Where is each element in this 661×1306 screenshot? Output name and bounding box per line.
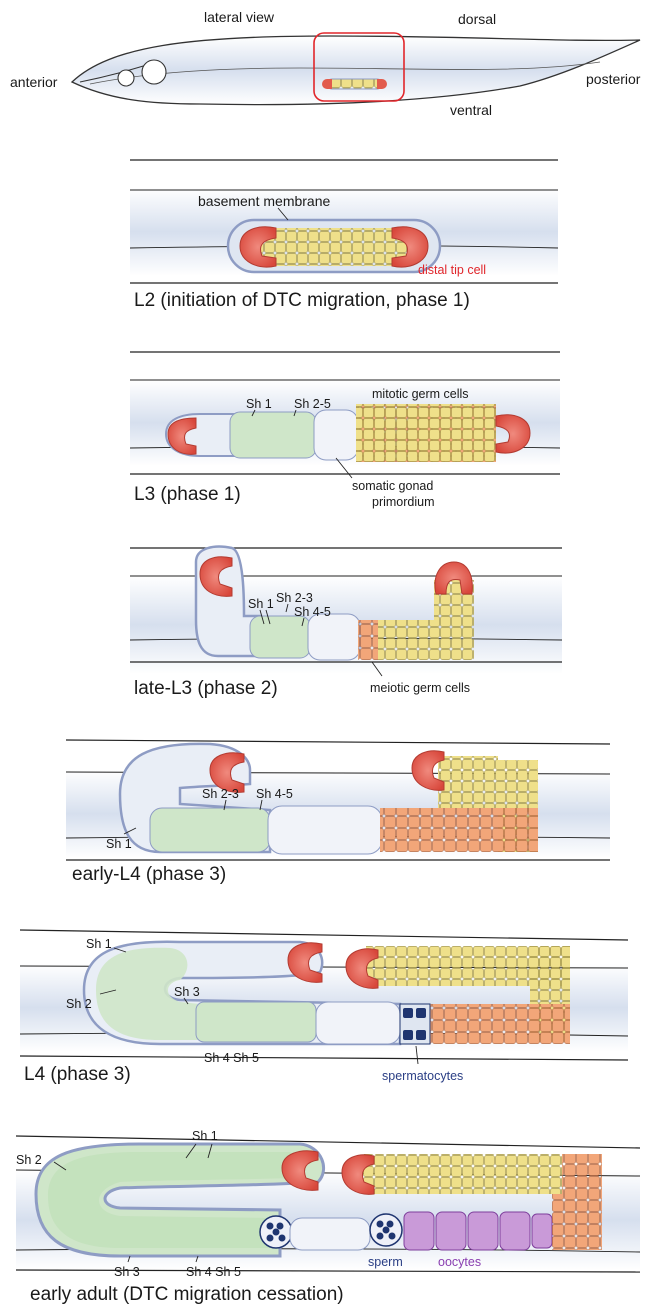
dorsal-label: dorsal [458, 11, 496, 27]
l2-stage-label: L2 (initiation of DTC migration, phase 1… [134, 290, 470, 311]
adult-sh1-label: Sh 1 [192, 1129, 218, 1143]
early-l4-stage-label: early-L4 (phase 3) [72, 864, 226, 885]
l3-sh1-label: Sh 1 [246, 397, 272, 411]
panel-l3: Sh 1 Sh 2-5 mitotic germ cells somatic g… [130, 352, 560, 509]
lateral-view-label: lateral view [204, 9, 275, 25]
late-l3-meiotic-label: meiotic germ cells [370, 681, 470, 695]
l4-sh3-label: Sh 3 [174, 985, 200, 999]
panel-adult: Sh 1 Sh 2 Sh 3 Sh 4 Sh 5 sperm oocytes e… [16, 1129, 640, 1305]
adult-sh4-sh5-label: Sh 4 Sh 5 [186, 1265, 241, 1279]
panel-l4: Sh 1 Sh 2 Sh 3 Sh 4 Sh 5 spermatocytes L… [20, 930, 628, 1085]
panel-late-l3: Sh 1 Sh 2-3 Sh 4-5 meiotic germ cells la… [130, 547, 562, 699]
l3-stage-label: L3 (phase 1) [134, 484, 241, 505]
early-l4-sh1-label: Sh 1 [106, 837, 132, 851]
posterior-label: posterior [586, 71, 641, 87]
adult-oocytes-label: oocytes [438, 1255, 481, 1269]
early-l4-sh2-3-label: Sh 2-3 [202, 787, 239, 801]
adult-sh3-label: Sh 3 [114, 1265, 140, 1279]
l2-distal-tip-cell-label: distal tip cell [418, 263, 486, 277]
l3-sh2-5-label: Sh 2-5 [294, 397, 331, 411]
ventral-label: ventral [450, 102, 492, 118]
panel-l2: basement membrane distal tip cell L2 (in… [130, 160, 558, 311]
l3-somatic-label-1: somatic gonad [352, 479, 433, 493]
early-l4-sh4-5-label: Sh 4-5 [256, 787, 293, 801]
anterior-label: anterior [10, 74, 58, 90]
panel-early-l4: Sh 2-3 Sh 4-5 Sh 1 early-L4 (phase 3) [66, 740, 610, 885]
late-l3-sh1-label: Sh 1 [248, 597, 274, 611]
l2-basement-membrane-label: basement membrane [198, 193, 331, 209]
l4-sh1-label: Sh 1 [86, 937, 112, 951]
late-l3-sh2-3-label: Sh 2-3 [276, 591, 313, 605]
l3-mitotic-label: mitotic germ cells [372, 387, 469, 401]
late-l3-sh4-5-label: Sh 4-5 [294, 605, 331, 619]
adult-sh2-label: Sh 2 [16, 1153, 42, 1167]
late-l3-stage-label: late-L3 (phase 2) [134, 678, 278, 699]
adult-oocytes [404, 1212, 552, 1250]
overview-worm: lateral view dorsal anterior posterior v… [10, 9, 641, 118]
l3-somatic-label-2: primordium [372, 495, 435, 509]
l4-sh2-label: Sh 2 [66, 997, 92, 1011]
adult-stage-label: early adult (DTC migration cessation) [30, 1284, 344, 1305]
l4-spermatocytes-label: spermatocytes [382, 1069, 463, 1083]
l4-sh4-sh5-label: Sh 4 Sh 5 [204, 1051, 259, 1065]
l4-stage-label: L4 (phase 3) [24, 1064, 131, 1085]
adult-sperm-label: sperm [368, 1255, 403, 1269]
